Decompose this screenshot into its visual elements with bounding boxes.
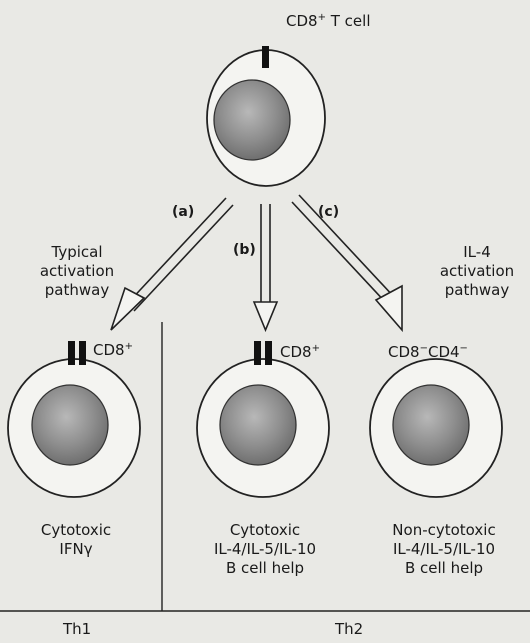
cell-left-nucleus	[32, 385, 108, 465]
arrow-c	[292, 195, 402, 330]
top-cell	[207, 46, 325, 186]
il4-pathway-note: IL-4 activation pathway	[440, 243, 514, 299]
cell-middle-receptor-1	[254, 341, 261, 365]
th1-label: Th1	[63, 620, 91, 639]
cell-middle-receptor-2	[265, 341, 272, 365]
cell-left	[8, 341, 140, 497]
cell-middle	[197, 341, 329, 497]
pathway-b-label: (b)	[233, 242, 256, 260]
th2-label: Th2	[335, 620, 363, 639]
cell-left-marker: CD8+	[93, 341, 133, 360]
cell-right-nucleus	[393, 385, 469, 465]
arrow-b	[254, 204, 277, 330]
cell-middle-caption: Cytotoxic IL-4/IL-5/IL-10 B cell help	[214, 521, 316, 577]
cell-left-receptor-1	[68, 341, 75, 365]
cell-right-marker: CD8−CD4−	[388, 343, 468, 362]
cell-middle-marker: CD8+	[280, 343, 320, 362]
cell-right-caption: Non-cytotoxic IL-4/IL-5/IL-10 B cell hel…	[392, 521, 495, 577]
top-cell-label: CD8+ T cell	[286, 12, 371, 31]
pathway-a-label: (a)	[172, 204, 194, 222]
cell-right	[370, 359, 502, 497]
pathway-c-label: (c)	[318, 204, 339, 222]
top-cell-nucleus	[214, 80, 290, 160]
typical-pathway-note: Typical activation pathway	[40, 243, 114, 299]
top-cell-receptor	[262, 46, 269, 68]
cell-middle-nucleus	[220, 385, 296, 465]
cell-left-receptor-2	[79, 341, 86, 365]
cell-left-caption: Cytotoxic IFNγ	[41, 521, 111, 559]
